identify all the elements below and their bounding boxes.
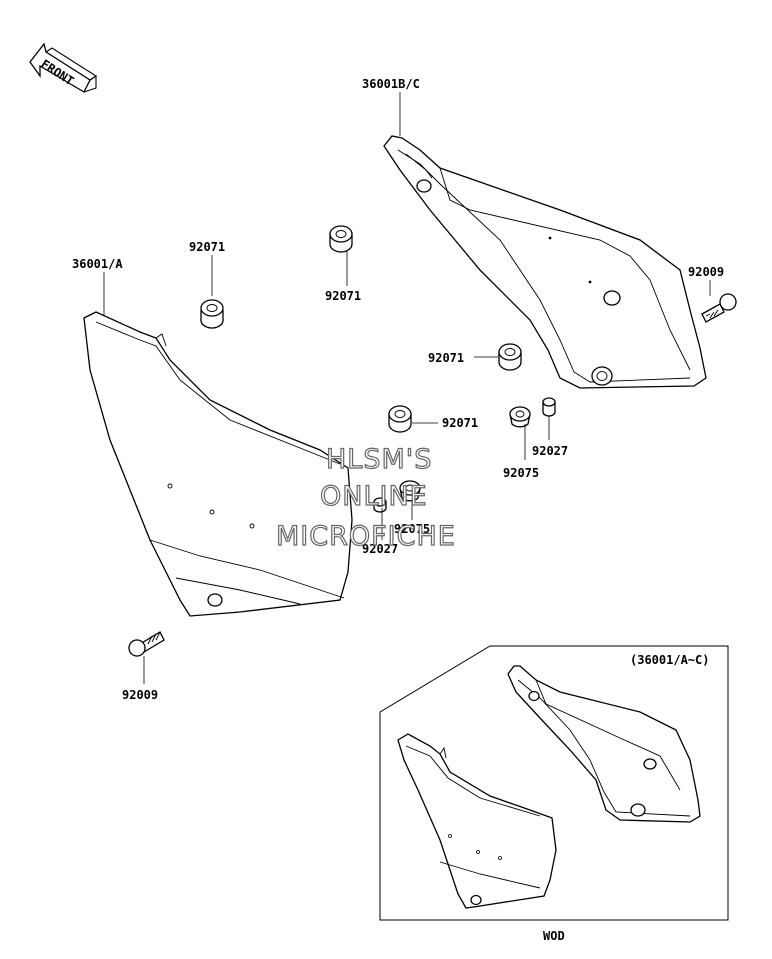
- damper-left: [399, 480, 421, 502]
- watermark-line-1: HLSM'S: [326, 444, 432, 475]
- left-side-cover: [83, 311, 353, 617]
- right-side-cover: [383, 135, 707, 389]
- label-grommet-c: 92071: [428, 351, 464, 365]
- inset-right-cover: [507, 665, 701, 823]
- label-cover-left: 36001/A: [72, 257, 123, 271]
- inset-left-cover: [397, 733, 557, 909]
- watermark-line-2: ONLINE: [320, 481, 428, 512]
- grommet-c: [498, 343, 522, 371]
- label-grommet-d: 92071: [442, 416, 478, 430]
- label-damper-right: 92075: [503, 466, 539, 480]
- inset-variant-box: (36001/A~C): [379, 645, 729, 921]
- bolt-left: [128, 631, 165, 657]
- collar-left: [373, 497, 387, 513]
- bolt-right: [701, 293, 737, 323]
- grommet-b: [329, 225, 353, 253]
- label-cover-right: 36001B/C: [362, 77, 420, 91]
- front-arrow-icon: FRONT: [29, 42, 98, 93]
- label-bolt-left: 92009: [122, 688, 158, 702]
- label-damper-left: 92075: [394, 522, 430, 536]
- label-bolt-right: 92009: [688, 265, 724, 279]
- inset-range-label: (36001/A~C): [630, 653, 709, 667]
- watermark: HLSM'S ONLINE MICROFICHE: [275, 443, 456, 552]
- label-collar-left: 92027: [362, 542, 398, 556]
- collar-right: [542, 397, 556, 417]
- label-grommet-b: 92071: [325, 289, 361, 303]
- label-collar-right: 92027: [532, 444, 568, 458]
- label-grommet-a: 92071: [189, 240, 225, 254]
- grommet-a: [200, 299, 224, 329]
- inset-caption: WOD: [543, 929, 565, 943]
- leader-lines: [103, 92, 711, 684]
- watermark-line-3: MICROFICHE: [276, 521, 456, 552]
- grommet-d: [388, 405, 412, 433]
- damper-right: [509, 406, 531, 428]
